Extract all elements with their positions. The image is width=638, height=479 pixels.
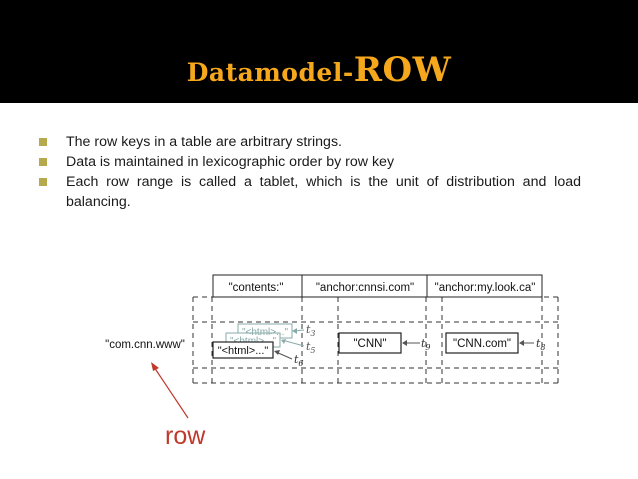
cell-version-box bbox=[338, 332, 402, 354]
annotation-arrow bbox=[153, 366, 189, 419]
row-annotation-label: row bbox=[165, 422, 206, 450]
column-header-box bbox=[426, 274, 543, 298]
arrowhead-icon bbox=[274, 350, 280, 355]
bullet-square-icon bbox=[39, 178, 47, 186]
timestamp-letter: t bbox=[294, 353, 299, 366]
arrowhead-icon bbox=[402, 340, 407, 346]
timestamp-label: t3 bbox=[306, 323, 316, 338]
cell-version-box bbox=[212, 341, 274, 359]
cell-value: "<html>..." bbox=[218, 345, 269, 357]
slide-title: Datamodel-ROW bbox=[0, 50, 638, 90]
bullet-square-icon bbox=[39, 138, 47, 146]
arrowhead-icon bbox=[292, 328, 297, 334]
timestamp-sub: 3 bbox=[310, 329, 315, 338]
timestamp-label: t6 bbox=[294, 353, 304, 368]
bullet-text: Each row range is called a tablet, which… bbox=[66, 174, 581, 210]
timestamp-sub: 5 bbox=[310, 346, 315, 355]
timestamp-letter: t bbox=[306, 323, 311, 336]
bullet-item: Data is maintained in lexicographic orde… bbox=[36, 152, 581, 172]
bullet-text: The row keys in a table are arbitrary st… bbox=[66, 134, 342, 150]
title-bar bbox=[0, 0, 638, 103]
timestamp-letter: t bbox=[306, 340, 311, 353]
cell-value: "CNN" bbox=[353, 338, 386, 350]
column-header-contents: "contents:" bbox=[229, 282, 284, 294]
bullet-text: Data is maintained in lexicographic orde… bbox=[66, 154, 395, 170]
bullet-square-icon bbox=[39, 158, 47, 166]
cell-value: "<html>..." bbox=[242, 327, 288, 338]
column-header-anchor-mylook: "anchor:my.look.ca" bbox=[435, 282, 536, 294]
timestamp-letter: t bbox=[536, 337, 541, 350]
timestamp-sub: 9 bbox=[425, 343, 430, 352]
cell-value: "CNN.com" bbox=[453, 338, 511, 350]
arrowhead-icon bbox=[519, 340, 524, 346]
column-header-anchor-cnnsi: "anchor:cnnsi.com" bbox=[316, 282, 414, 294]
timestamp-sub: 6 bbox=[298, 359, 303, 368]
bullet-item: The row keys in a table are arbitrary st… bbox=[36, 132, 581, 152]
title-part-datamodel: Datamodel- bbox=[186, 58, 354, 87]
row-key: "com.cnn.www" bbox=[105, 339, 185, 351]
timestamp-label: t9 bbox=[421, 337, 431, 352]
bullet-item: Each row range is called a tablet, which… bbox=[36, 172, 581, 212]
timestamp-arrow bbox=[281, 339, 305, 347]
timestamp-sub: 8 bbox=[540, 343, 545, 352]
arrowhead-icon bbox=[281, 339, 286, 344]
cell-version-box bbox=[445, 332, 519, 354]
timestamp-label: t8 bbox=[536, 337, 546, 352]
title-part-row: ROW bbox=[353, 50, 452, 90]
bullet-list: The row keys in a table are arbitrary st… bbox=[36, 132, 581, 212]
arrowhead-icon bbox=[151, 362, 159, 371]
timestamp-label: t5 bbox=[306, 340, 316, 355]
timestamp-letter: t bbox=[421, 337, 426, 350]
